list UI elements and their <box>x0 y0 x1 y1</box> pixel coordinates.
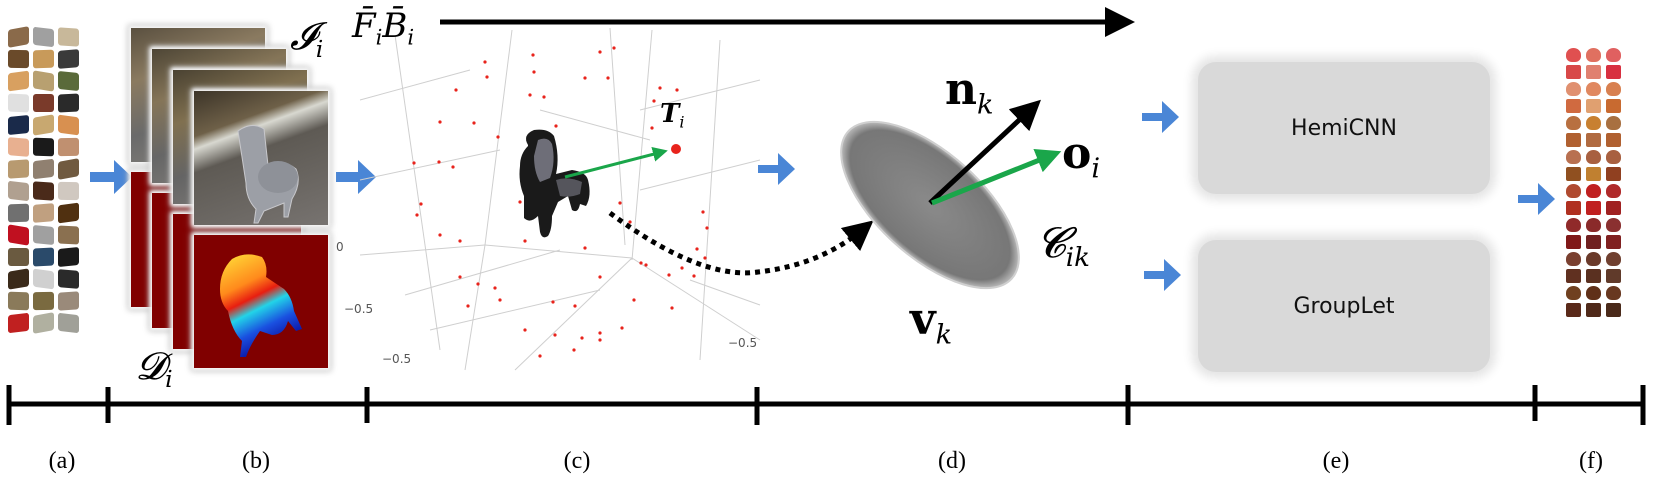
output-part-thumbnail <box>1586 48 1601 62</box>
output-part-thumbnail <box>1566 99 1581 113</box>
output-part-thumbnail <box>1566 133 1581 147</box>
output-part-thumbnail <box>1566 218 1581 232</box>
normal-vector <box>928 99 1041 205</box>
output-part-thumbnail <box>1606 235 1621 249</box>
rgb-chair-render <box>237 125 299 224</box>
output-part-thumbnail <box>1586 201 1601 215</box>
output-part-thumbnail <box>1586 184 1601 198</box>
output-part-thumbnail <box>1586 133 1601 147</box>
translation-vector <box>564 146 668 179</box>
output-part-thumbnail <box>1566 82 1581 96</box>
output-part-thumbnail <box>1566 303 1581 317</box>
arrow-d-to-hemicnn <box>1142 101 1179 133</box>
grouplet-module: GroupLet <box>1198 240 1490 372</box>
output-part-thumbnail <box>1566 150 1581 164</box>
symbol-n-k: nk <box>945 64 994 121</box>
output-part-thumbnail <box>1566 252 1581 266</box>
output-part-thumbnail <box>1566 286 1581 300</box>
output-part-thumbnail <box>1606 82 1621 96</box>
output-part-thumbnail <box>1606 184 1621 198</box>
symbol-F-B-bar: F̄iB̄i <box>352 6 415 50</box>
depth-chair-heatmap <box>220 254 302 357</box>
target-point-T <box>671 144 681 154</box>
plot-tick-neg-half-1: −0.5 <box>344 302 374 316</box>
plot-tick-0: 0 <box>336 240 344 254</box>
stage-timeline <box>6 385 1646 425</box>
output-part-thumbnail <box>1586 303 1601 317</box>
output-part-thumbnail <box>1606 218 1621 232</box>
output-part-thumbnail <box>1566 269 1581 283</box>
3d-plot-grid <box>359 27 761 371</box>
3d-point-scatter <box>412 46 709 358</box>
symbol-T: Ti <box>660 99 685 132</box>
output-part-thumbnail <box>1586 167 1601 181</box>
output-part-thumbnail <box>1606 303 1621 317</box>
orientation-vector <box>931 148 1062 206</box>
stage-label-a: (a) <box>48 448 76 474</box>
output-part-thumbnail <box>1586 269 1601 283</box>
output-part-thumbnail <box>1606 201 1621 215</box>
flow-arrows <box>90 101 1555 291</box>
output-part-thumbnail <box>1586 286 1601 300</box>
output-part-thumbnail <box>1586 235 1601 249</box>
depth-map-front <box>194 235 328 368</box>
hemicnn-label: HemiCNN <box>1291 115 1397 141</box>
output-part-thumbnail <box>1586 99 1601 113</box>
arrow-a-to-b <box>90 160 132 194</box>
point-cloud-chair <box>519 129 590 238</box>
hemicnn-module: HemiCNN <box>1198 62 1490 194</box>
plot-tick-neg-half-2: −0.5 <box>382 352 412 366</box>
output-part-thumbnail <box>1566 65 1581 79</box>
output-part-thumbnail <box>1586 150 1601 164</box>
output-part-thumbnail <box>1586 252 1601 266</box>
output-part-collection <box>1566 48 1622 317</box>
stage-label-d: (d) <box>938 448 966 474</box>
output-part-thumbnail <box>1586 65 1601 79</box>
output-part-thumbnail <box>1606 133 1621 147</box>
plot-tick-neg-half-3: −0.5 <box>728 336 758 350</box>
output-part-thumbnail <box>1606 116 1621 130</box>
symbol-v-k: vk <box>910 294 953 351</box>
stage-label-f: (f) <box>1579 448 1603 474</box>
symbol-image-set: 𝓘i <box>290 14 324 64</box>
output-part-thumbnail <box>1566 235 1581 249</box>
symbol-o-i: oi <box>1062 128 1101 185</box>
output-part-thumbnail <box>1566 116 1581 130</box>
arrow-e-to-f <box>1518 183 1555 215</box>
grouplet-label: GroupLet <box>1293 293 1395 319</box>
output-part-thumbnail <box>1566 48 1581 62</box>
output-part-thumbnail <box>1566 201 1581 215</box>
rgb-image-front <box>194 91 328 225</box>
arrow-c-to-d <box>758 153 795 185</box>
arrow-d-to-grouplet <box>1144 259 1181 291</box>
dotted-correspondence-curve <box>608 210 874 276</box>
output-part-thumbnail <box>1606 150 1621 164</box>
symbol-C-ik: 𝓒ik <box>1036 218 1090 274</box>
output-part-thumbnail <box>1606 167 1621 181</box>
symbol-depth-set: 𝓓i <box>136 344 173 394</box>
output-part-thumbnail <box>1566 184 1581 198</box>
output-part-thumbnail <box>1606 48 1621 62</box>
output-part-thumbnail <box>1606 252 1621 266</box>
output-part-thumbnail <box>1606 269 1621 283</box>
surfel-disk <box>840 120 1020 290</box>
output-part-thumbnail <box>1586 116 1601 130</box>
output-part-thumbnail <box>1606 65 1621 79</box>
stage-label-e: (e) <box>1322 448 1350 474</box>
output-part-thumbnail <box>1586 82 1601 96</box>
input-shape-collection <box>8 26 80 334</box>
arrow-b-to-c <box>336 160 376 194</box>
input-shape-thumbnail <box>8 248 29 266</box>
stage-label-c: (c) <box>563 448 591 474</box>
output-part-thumbnail <box>1586 218 1601 232</box>
stage-label-b: (b) <box>242 448 270 474</box>
input-shape-thumbnail <box>33 94 54 112</box>
output-part-thumbnail <box>1606 99 1621 113</box>
output-part-thumbnail <box>1606 286 1621 300</box>
output-part-thumbnail <box>1566 167 1581 181</box>
